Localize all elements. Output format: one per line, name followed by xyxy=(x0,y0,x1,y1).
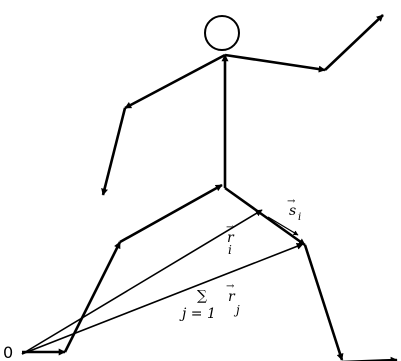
sum-vector-r-j xyxy=(21,243,304,355)
origin-label: 0 xyxy=(3,343,13,361)
s-i-label: s xyxy=(289,203,296,219)
thigh-left xyxy=(119,183,223,244)
forearm-left xyxy=(101,107,127,196)
shin-left xyxy=(63,241,122,353)
position-vector-r-i xyxy=(21,209,263,355)
head-circle xyxy=(204,15,240,51)
sum-r-arrow-mark: → xyxy=(226,281,235,292)
sum-sign: ∑ xyxy=(197,288,207,304)
s-i-arrow-mark: → xyxy=(287,196,296,207)
r-i-label: r xyxy=(227,230,235,246)
sum-lower-limit: j = 1 xyxy=(179,306,216,322)
s-i-subscript: i xyxy=(298,212,301,223)
sum-r-subscript: j xyxy=(233,303,240,317)
upper-arm-left xyxy=(124,53,226,110)
forearm-right xyxy=(324,14,384,71)
r-i-subscript: i xyxy=(228,243,232,257)
thigh-right xyxy=(224,186,306,247)
upper-arm-right xyxy=(224,53,326,73)
segment-vector-s-i xyxy=(267,216,299,236)
sum-r-label: r xyxy=(228,289,236,305)
shin-right xyxy=(303,244,344,361)
r-i-arrow-mark: → xyxy=(226,222,235,233)
foot-right xyxy=(341,356,398,361)
